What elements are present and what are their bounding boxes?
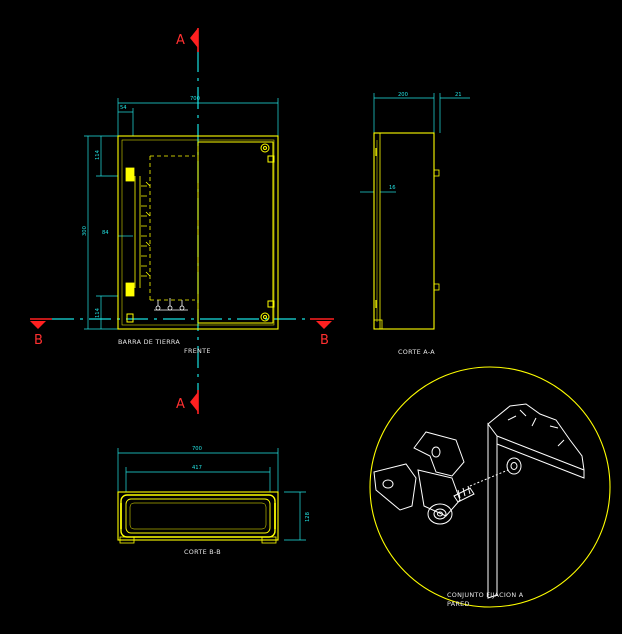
front-dim-width: 700	[190, 96, 200, 102]
front-dim-bottom: 114	[95, 307, 101, 318]
section-b-right-label: B	[320, 333, 329, 348]
side-dim-depth: 200	[398, 92, 408, 98]
front-dim-height: 300	[82, 226, 88, 236]
plan-dim-width: 700	[192, 446, 202, 452]
section-a-bottom-label: A	[176, 397, 185, 412]
section-a-bottom-arrow-icon	[190, 392, 198, 412]
front-view-dimensions	[84, 98, 279, 330]
front-label-view: FRENTE	[184, 347, 211, 355]
section-b-left-arrow-icon	[30, 321, 46, 329]
section-b-right-arrow-icon	[316, 321, 332, 329]
front-label-earthing-bar: BARRA DE TIERRA	[118, 338, 180, 346]
front-dim-middle: 84	[102, 230, 109, 236]
front-dim-top: 114	[95, 149, 101, 160]
front-cabinet-outline	[117, 135, 279, 330]
plan-dim-inner: 417	[192, 465, 202, 471]
plan-cabinet-outline	[117, 491, 279, 544]
cable-glands	[154, 298, 188, 311]
plan-view: 700 417 128 CORTE B-B	[117, 446, 311, 556]
door-hinges	[126, 143, 275, 323]
section-b-left-label: B	[34, 333, 43, 348]
front-view: 700 54 300 114 84 114	[82, 96, 279, 355]
detail-label-line1: CONJUNTO FIJACION A	[447, 591, 524, 599]
detail-wall-section	[487, 403, 585, 599]
detail-view: CONJUNTO FIJACION A PARED	[369, 366, 611, 608]
detail-bracket	[373, 431, 475, 525]
side-view: 200 21 16 CORTE A-A	[360, 92, 470, 356]
detail-label-line2: PARED	[447, 600, 470, 608]
section-line-b: B B	[30, 318, 334, 348]
plan-label-section: CORTE B-B	[184, 548, 221, 556]
detail-circle	[369, 366, 611, 608]
earthing-bar	[125, 167, 151, 297]
side-view-dimensions	[360, 93, 470, 193]
side-dim-extra: 21	[455, 92, 462, 98]
section-a-top-label: A	[176, 33, 185, 48]
side-dim-inner: 16	[389, 185, 396, 191]
section-line-a: A A	[176, 28, 199, 414]
plan-dim-height: 128	[305, 512, 311, 522]
plan-view-dimensions	[117, 448, 306, 541]
side-cabinet-outline	[373, 132, 440, 330]
front-dim-left-offset: 54	[120, 105, 127, 111]
side-label-section: CORTE A-A	[398, 348, 435, 356]
section-a-top-arrow-icon	[190, 28, 198, 48]
detail-wall-anchor	[469, 457, 522, 487]
